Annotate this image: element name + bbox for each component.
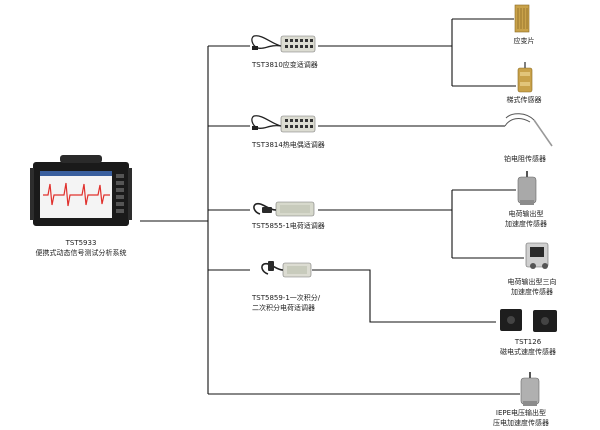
charge-accelerometer-sensor <box>517 171 537 205</box>
iepe-accel-label-line1: IEPE电压输出型 <box>495 409 547 417</box>
device-ports <box>116 174 124 213</box>
ladder-sensor <box>517 62 533 93</box>
ladder-sensor-label: 梯式传感器 <box>506 96 542 104</box>
charge-conditioner-module <box>253 201 315 217</box>
charge-conditioner-label: TST5855-1电荷适调器 <box>252 222 325 230</box>
triaxial-accel-label-line1: 电荷输出型三向 <box>507 278 557 286</box>
triaxial-accel-label-line2: 加速度传感器 <box>511 288 553 296</box>
integral-conditioner-label-line2: 二次积分电荷适调器 <box>252 304 315 312</box>
integral-charge-conditioner-module <box>261 261 312 278</box>
velocity-sensor-pair <box>500 309 557 332</box>
strain-conditioner-label: TST3810应变适调器 <box>252 61 318 69</box>
strain-conditioner-module <box>251 35 316 53</box>
system-model-label: TST5933 <box>65 239 97 247</box>
thermocouple-conditioner-module <box>251 115 316 133</box>
strain-gauge-sensor <box>514 4 530 33</box>
screen-waveforms <box>43 182 110 207</box>
integral-out-line <box>312 269 496 323</box>
portable-analyzer-device <box>30 155 132 226</box>
velocity-sensor-label-line2: 磁电式速度传感器 <box>500 348 556 356</box>
triaxial-accelerometer-sensor <box>525 242 549 269</box>
platinum-resistance-sensor <box>504 113 553 147</box>
charge-accel-label-line2: 加速度传感器 <box>505 220 547 228</box>
strain-gauge-label: 应变片 <box>513 37 535 45</box>
iepe-accel-label-line2: 压电加速度传感器 <box>493 419 549 427</box>
iepe-accelerometer-sensor <box>520 372 540 406</box>
velocity-sensor-label-line1: TST126 <box>514 338 542 346</box>
thermocouple-conditioner-label: TST3814热电偶适调器 <box>252 141 325 149</box>
charge-accel-label-line1: 电荷输出型 <box>508 210 544 218</box>
system-name-label: 便携式动态信号测试分析系统 <box>35 249 127 257</box>
connection-lines <box>140 18 524 395</box>
platinum-sensor-label: 铂电阻传感器 <box>504 155 546 163</box>
integral-conditioner-label-line1: TST5859-1一次积分/ <box>252 294 321 302</box>
